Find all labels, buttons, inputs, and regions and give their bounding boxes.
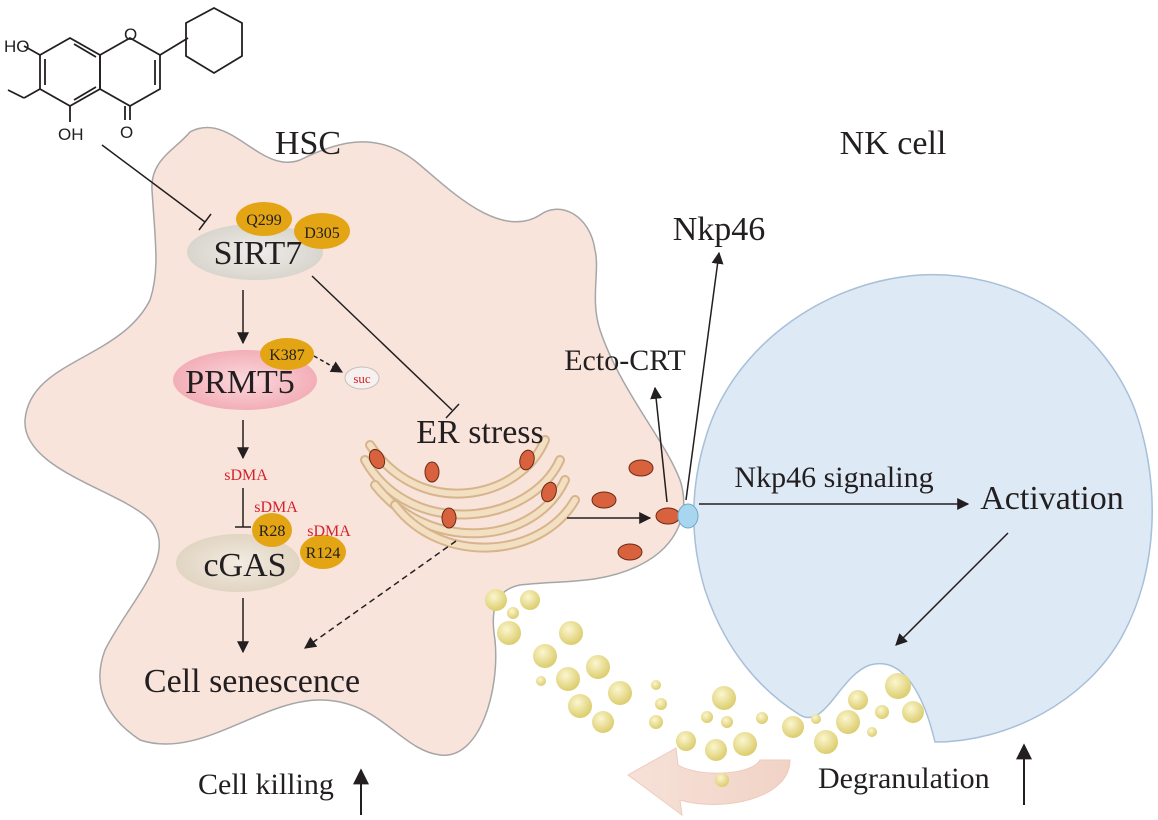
r124-label: R124 bbox=[306, 545, 341, 562]
activation-label: Activation bbox=[980, 480, 1124, 517]
cgas-label: cGAS bbox=[203, 547, 286, 584]
suc-modification bbox=[344, 366, 380, 390]
arrow-k387-to-suc bbox=[313, 355, 344, 373]
residue-r124 bbox=[300, 535, 346, 569]
nkp46-signaling-label: Nkp46 signaling bbox=[734, 461, 933, 494]
nkp46-receptor bbox=[677, 503, 699, 529]
molecule-oh-label: OH bbox=[58, 125, 84, 144]
calreticulin-dots bbox=[368, 448, 681, 561]
flavonoid-molecule bbox=[7, 6, 243, 122]
k387-label: K387 bbox=[269, 347, 305, 364]
inhibit-sirt7-to-er-stress bbox=[311, 275, 460, 419]
hsc-cell-body bbox=[24, 126, 685, 756]
hsc-title: HSC bbox=[275, 125, 341, 162]
arrow-activation-to-degranulation bbox=[895, 532, 1009, 646]
sirt7-label: SIRT7 bbox=[214, 235, 303, 272]
prmt5-label: PRMT5 bbox=[185, 364, 295, 401]
arrow-er-to-senescence bbox=[304, 540, 457, 649]
suc-label: suc bbox=[353, 371, 371, 386]
sirt7-protein bbox=[187, 224, 323, 280]
nkp46-label: Nkp46 bbox=[673, 211, 766, 248]
sdma-label-3: sDMA bbox=[307, 523, 351, 540]
inhibit-sdma-to-cgas bbox=[235, 488, 251, 528]
ecto-crt-label: Ecto-CRT bbox=[564, 344, 686, 377]
arrow-to-nkp46 bbox=[685, 251, 724, 501]
nk-cell-body bbox=[693, 273, 1153, 743]
r28-label: R28 bbox=[259, 523, 286, 540]
molecule-ring-o-label: O bbox=[124, 25, 137, 44]
granules bbox=[485, 589, 924, 787]
residue-r28 bbox=[252, 513, 292, 547]
residue-k387 bbox=[260, 338, 314, 370]
sdma-label-2: sDMA bbox=[254, 499, 298, 516]
cell-senescence-label: Cell senescence bbox=[144, 663, 360, 700]
sdma-label-1: sDMA bbox=[224, 467, 268, 484]
inhibit-molecule-to-sirt7 bbox=[101, 144, 212, 231]
molecule-ho-label: HO bbox=[4, 37, 30, 56]
nk-cell-title: NK cell bbox=[840, 125, 947, 162]
molecule-keto-o-label: O bbox=[120, 123, 133, 142]
arrow-to-ecto-crt bbox=[650, 386, 668, 503]
recycle-arrow bbox=[627, 747, 791, 817]
residue-q299 bbox=[236, 202, 292, 236]
d305-label: D305 bbox=[304, 225, 340, 242]
cell-killing-label: Cell killing bbox=[198, 768, 334, 801]
cgas-protein bbox=[176, 534, 300, 592]
degranulation-label: Degranulation bbox=[818, 762, 990, 795]
residue-d305 bbox=[294, 213, 350, 249]
q299-label: Q299 bbox=[246, 212, 282, 229]
er-stress-label: ER stress bbox=[416, 414, 544, 451]
